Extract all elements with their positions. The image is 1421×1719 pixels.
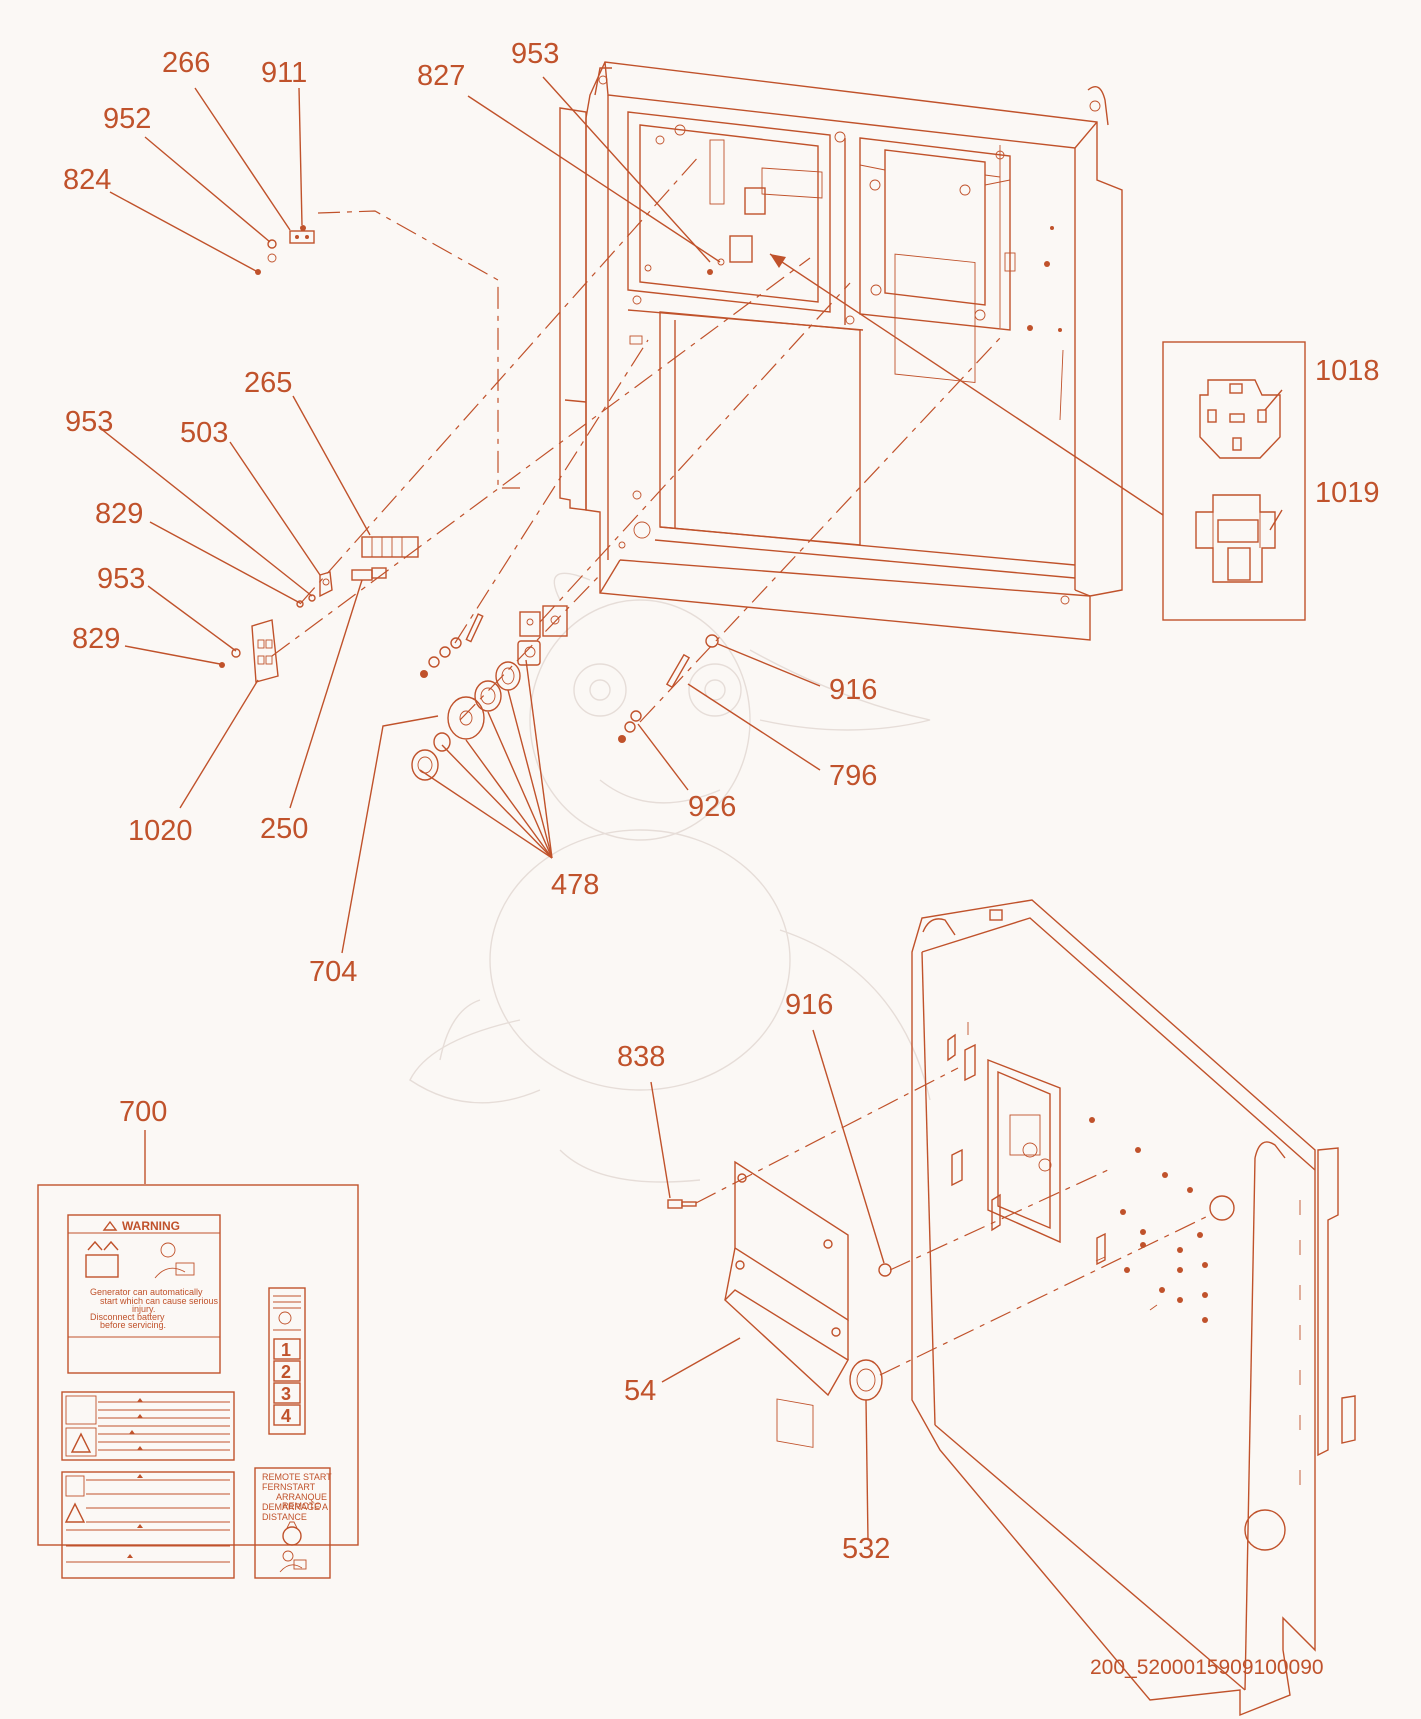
decal-remote-line6: DISTANCE — [262, 1512, 307, 1522]
drawing-code: 200_5200015909100090 — [1090, 1656, 1324, 1679]
decal-warning-line1: Generator can automatically — [90, 1287, 203, 1297]
callout-916-lower: 916 — [785, 989, 833, 1021]
callout-266: 266 — [162, 47, 210, 79]
callout-827: 827 — [417, 60, 465, 92]
lower-door-parts — [667, 1160, 892, 1448]
decal-step-1: 1 — [281, 1340, 291, 1360]
decal-remote-line5: DEMARRAGE A — [262, 1502, 328, 1512]
callout-911: 911 — [261, 57, 307, 89]
callout-250: 250 — [260, 813, 308, 845]
callout-829-upper: 829 — [95, 498, 143, 530]
callout-952: 952 — [103, 103, 151, 135]
callout-700: 700 — [119, 1096, 167, 1128]
decal-remote-line2: FERNSTART — [262, 1482, 316, 1492]
callout-265: 265 — [244, 367, 292, 399]
callout-953-top: 953 — [511, 38, 559, 70]
decal-remote-line4: REMOTO — [282, 1501, 321, 1511]
callout-1020: 1020 — [128, 815, 193, 847]
callout-829-lower: 829 — [72, 623, 120, 655]
callout-532: 532 — [842, 1533, 890, 1565]
assembly-centerlines-lower — [695, 1067, 1211, 1376]
callout-953-left: 953 — [65, 406, 113, 438]
decal-warning-line2: start which can cause serious — [100, 1296, 219, 1306]
assembly-centerlines-upper — [271, 154, 1001, 723]
callout-54: 54 — [624, 1375, 656, 1407]
callout-916-upper: 916 — [829, 674, 877, 706]
decal-kit-700: WARNING Generator can automatically star… — [37, 1184, 359, 1579]
callout-926: 926 — [688, 791, 736, 823]
leader-lines — [99, 76, 1283, 1541]
enclosure-holes — [967, 1022, 1301, 1485]
decal-remote-line3: ARRANQUE — [276, 1492, 327, 1502]
relay-socket-inset — [769, 253, 1306, 621]
callout-labels: 266 911 952 824 827 953 265 953 503 829 … — [63, 38, 1380, 1565]
decal-warning-line3: injury. — [132, 1304, 155, 1314]
upper-control-panel-frame — [559, 61, 1123, 641]
lower-enclosure — [911, 899, 1356, 1717]
decal-step-3: 3 — [281, 1384, 291, 1404]
callout-824: 824 — [63, 164, 111, 196]
dragon-watermark — [409, 572, 931, 1183]
callout-1019: 1019 — [1315, 477, 1380, 509]
decal-warning-line5: before servicing. — [100, 1320, 166, 1330]
upper-hardware-parts — [219, 225, 725, 781]
decal-step-2: 2 — [281, 1362, 291, 1382]
callout-503: 503 — [180, 417, 228, 449]
decal-remote-line1: REMOTE START — [262, 1472, 332, 1482]
callout-1018: 1018 — [1315, 355, 1380, 387]
callout-953-mid: 953 — [97, 563, 145, 595]
callout-478: 478 — [551, 869, 599, 901]
callout-838: 838 — [617, 1041, 665, 1073]
decal-warning-line4: Disconnect battery — [90, 1312, 165, 1322]
decal-step-4: 4 — [281, 1406, 291, 1426]
decal-warning-title: WARNING — [122, 1219, 180, 1233]
callout-796: 796 — [829, 760, 877, 792]
callout-704: 704 — [309, 956, 357, 988]
